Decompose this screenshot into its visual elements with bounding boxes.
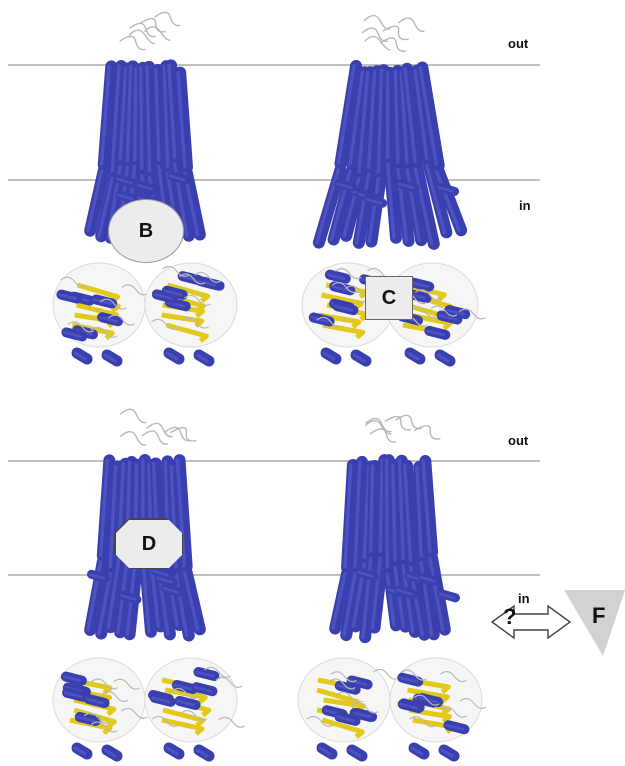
label-in-top: in xyxy=(519,198,531,213)
label-in-bottom: in xyxy=(518,591,530,606)
helix-highlight xyxy=(371,466,373,552)
question-mark: ? xyxy=(503,604,516,630)
extracellular-loop xyxy=(380,38,406,51)
extracellular-loop xyxy=(414,426,440,439)
label-out-top: out xyxy=(508,36,528,51)
ligand-f-label: F xyxy=(592,603,605,629)
label-out-bottom: out xyxy=(508,433,528,448)
helix-highlight xyxy=(141,68,142,170)
extracellular-loop xyxy=(120,432,146,445)
extracellular-loop xyxy=(120,36,146,49)
extracellular-loop xyxy=(365,36,391,49)
badge-d-label: D xyxy=(142,533,156,556)
helix-highlight xyxy=(393,465,395,561)
helix-highlight xyxy=(135,69,136,160)
extracellular-loop xyxy=(370,429,396,442)
extracellular-loop xyxy=(130,23,156,36)
extracellular-loop xyxy=(154,12,180,25)
helix-highlight xyxy=(380,460,382,552)
helix-highlight xyxy=(387,460,388,568)
badge-c-label: C xyxy=(382,287,396,310)
ligand-d-badge: D xyxy=(115,519,183,569)
badge-b-label: B xyxy=(139,220,153,243)
extracellular-loop xyxy=(142,431,168,444)
ligand-b-badge: B xyxy=(108,199,184,263)
extracellular-loop xyxy=(398,18,424,31)
extracellular-loop xyxy=(395,415,421,428)
ligand-c-badge: C xyxy=(365,276,413,320)
extracellular-loop xyxy=(120,409,146,422)
extracellular-loop xyxy=(364,16,390,29)
